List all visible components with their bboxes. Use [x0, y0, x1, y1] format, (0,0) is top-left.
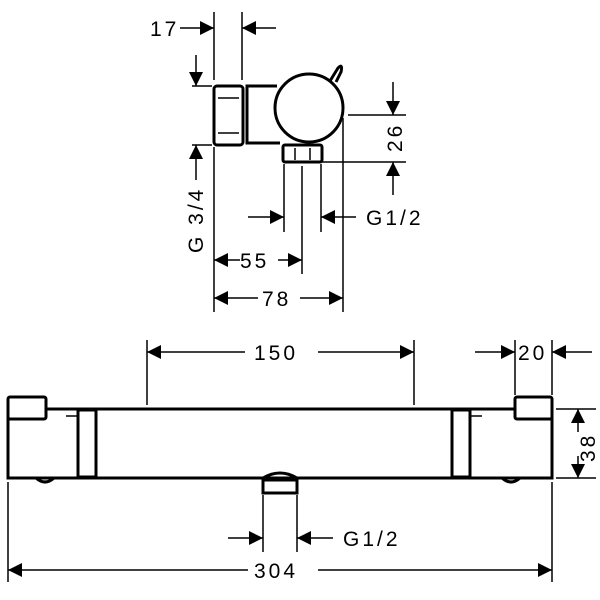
dim-g34-label: G 3/4: [185, 187, 208, 253]
dim-304-label: 304: [254, 560, 298, 583]
dimension-g12-side: G1/2: [248, 164, 424, 232]
dimension-g12-front: G1/2: [228, 495, 401, 552]
dim-78-label: 78: [262, 288, 291, 311]
dim-55-label: 55: [240, 250, 269, 273]
dimension-26: 26: [322, 82, 407, 195]
dimension-17: 17: [150, 12, 276, 80]
valve-body: [212, 64, 345, 164]
dimension-304: 304: [7, 482, 553, 583]
dimension-20: 20: [475, 340, 592, 395]
dim-26-label: 26: [384, 123, 407, 152]
dim-g12-front-label: G1/2: [343, 528, 401, 551]
side-view: 17 G 3/4 26 G1/2 55 78: [150, 12, 424, 312]
dimension-78: 78: [214, 118, 344, 312]
dim-g12-side-label: G1/2: [366, 207, 424, 230]
dim-150-label: 150: [254, 342, 298, 365]
dimension-38: 38: [556, 408, 600, 479]
front-view: 150 20 38 G1/2 304: [6, 340, 600, 583]
thermostat-body: [6, 395, 554, 495]
dimension-150: 150: [146, 340, 415, 405]
dimension-g34: G 3/4: [185, 55, 212, 253]
dim-17-label: 17: [150, 18, 179, 41]
dim-20-label: 20: [518, 342, 547, 365]
dimension-55: 55: [213, 147, 303, 312]
dim-38-label: 38: [577, 433, 600, 462]
